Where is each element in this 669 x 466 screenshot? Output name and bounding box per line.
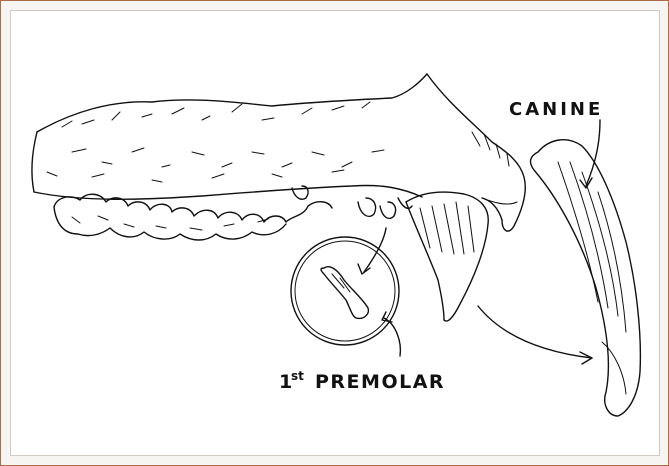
premolar-tooth	[321, 267, 368, 319]
canine-tooth	[531, 140, 641, 416]
jaw-diagram: CANINE 1 st PREMOLAR	[11, 11, 659, 455]
jaw-bone	[32, 74, 427, 199]
premolar-label: 1 st PREMOLAR	[279, 369, 445, 393]
premolar-row	[292, 186, 412, 218]
premolar-label-word: PREMOLAR	[315, 371, 445, 393]
illustration-panel: CANINE 1 st PREMOLAR	[10, 10, 660, 456]
canine-in-jaw	[406, 192, 488, 321]
magnifier-circle	[291, 237, 399, 345]
premolar-label-superscript: st	[291, 369, 304, 383]
molar-row	[54, 194, 332, 240]
canine-label: CANINE	[509, 99, 603, 120]
incisor-teeth	[427, 74, 525, 231]
arrows	[358, 120, 600, 364]
